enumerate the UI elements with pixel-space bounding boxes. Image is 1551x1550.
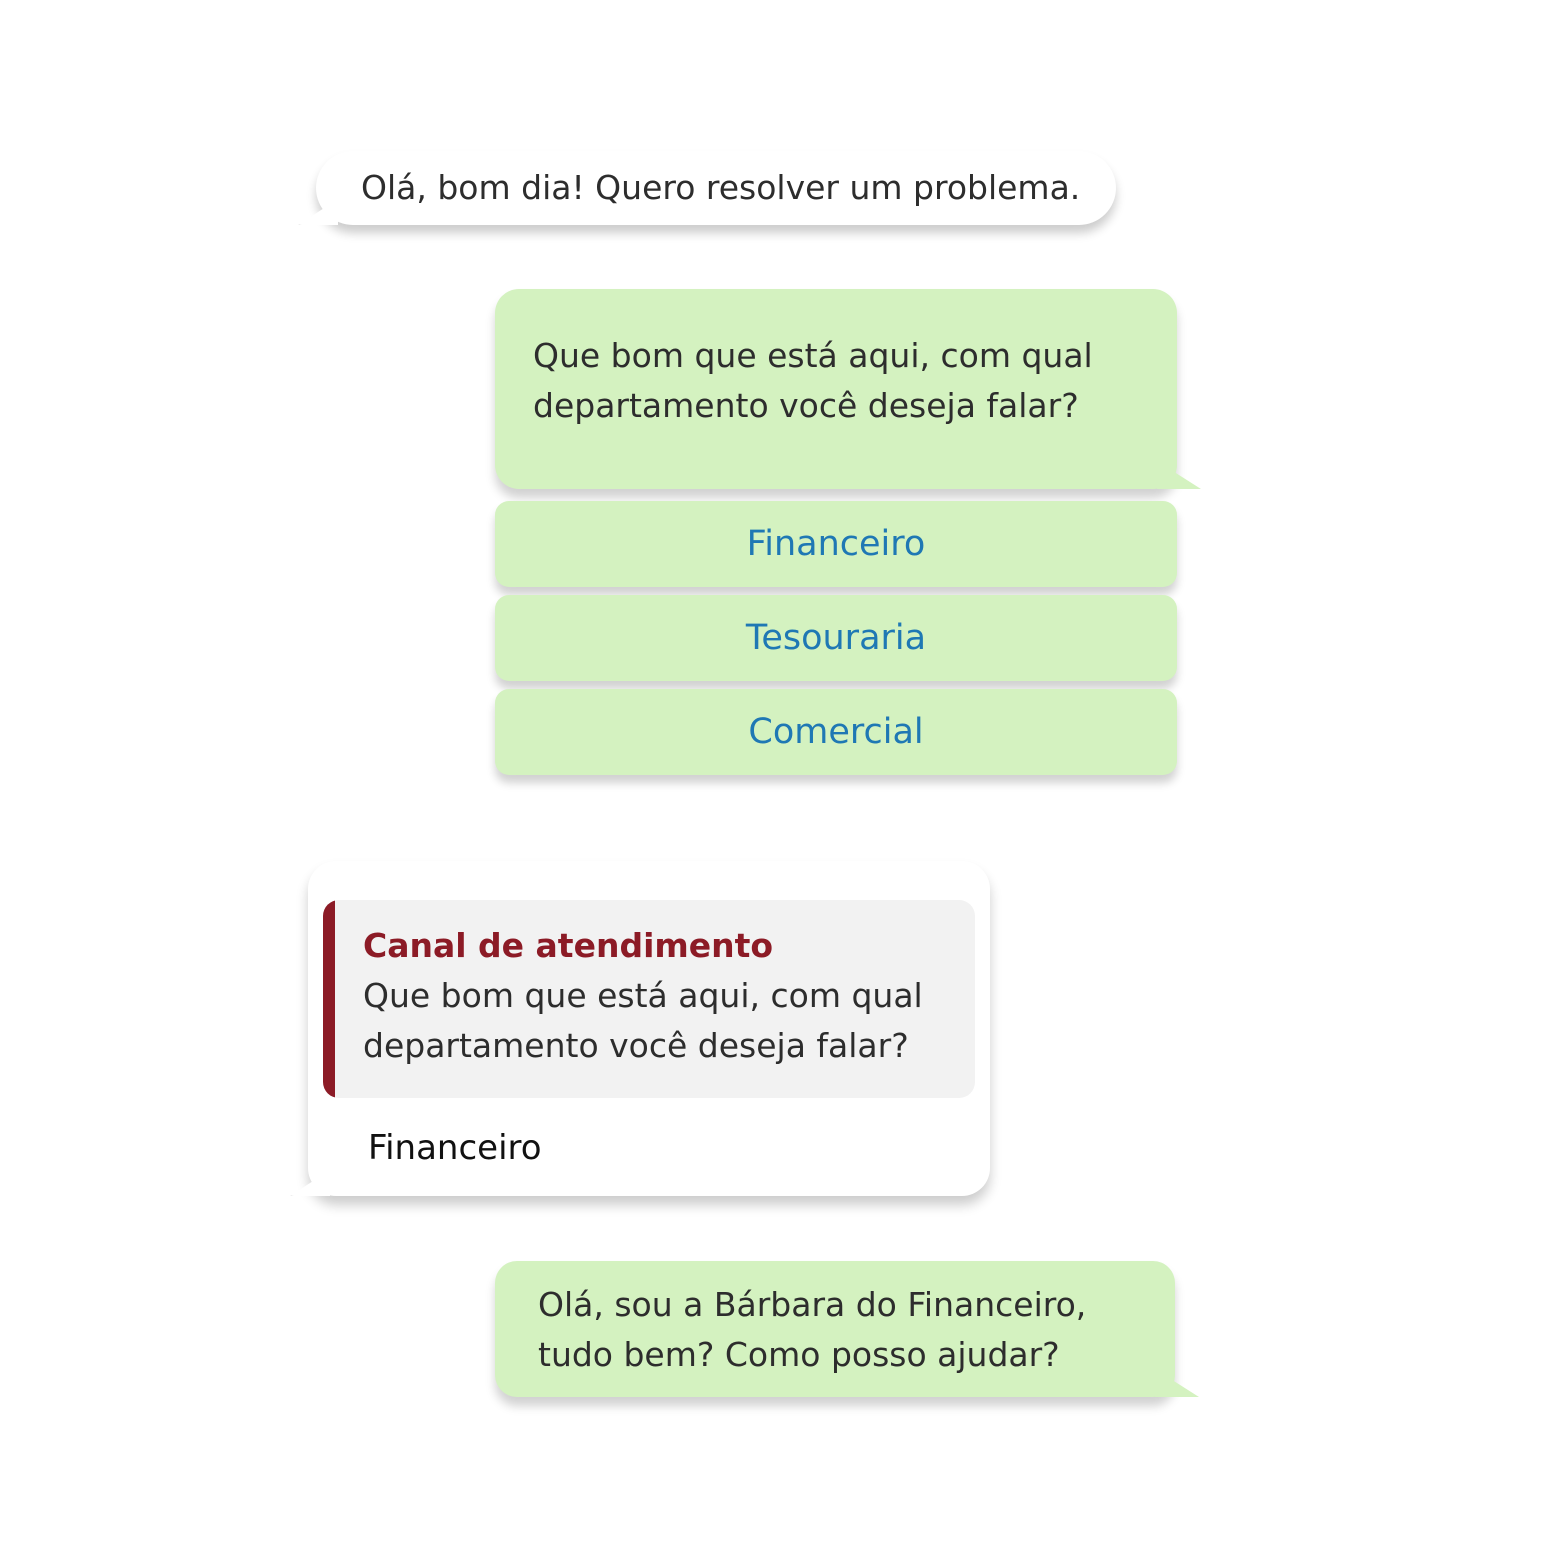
message-line: Olá, sou a Bárbara do Financeiro,: [538, 1285, 1087, 1324]
message-line: Que bom que está aqui, com qual: [533, 336, 1093, 375]
quote-line: Que bom que está aqui, com qual: [363, 976, 923, 1015]
quote-line: departamento você deseja falar?: [363, 1026, 909, 1065]
option-button-comercial[interactable]: Comercial: [495, 689, 1177, 775]
quoted-message: Canal de atendimento Que bom que está aq…: [323, 900, 975, 1098]
message-text: Olá, bom dia! Quero resolver um problema…: [361, 168, 1081, 207]
message-line: tudo bem? Como posso ajudar?: [538, 1335, 1060, 1374]
quote-title: Canal de atendimento: [363, 926, 774, 965]
reply-text: Financeiro: [368, 1128, 542, 1168]
quote-text: Que bom que está aqui, com qual departam…: [363, 971, 923, 1071]
message-line: departamento você deseja falar?: [533, 386, 1079, 425]
bot-message-agent-intro: Olá, sou a Bárbara do Financeiro, tudo b…: [495, 1261, 1175, 1397]
user-message-greeting: Olá, bom dia! Quero resolver um problema…: [316, 151, 1116, 225]
quote-accent-bar: [323, 900, 335, 1098]
bot-message-department-question: Que bom que está aqui, com qual departam…: [495, 289, 1177, 489]
option-button-tesouraria[interactable]: Tesouraria: [495, 595, 1177, 681]
option-button-financeiro[interactable]: Financeiro: [495, 501, 1177, 587]
user-message-reply: Canal de atendimento Que bom que está aq…: [308, 861, 990, 1196]
